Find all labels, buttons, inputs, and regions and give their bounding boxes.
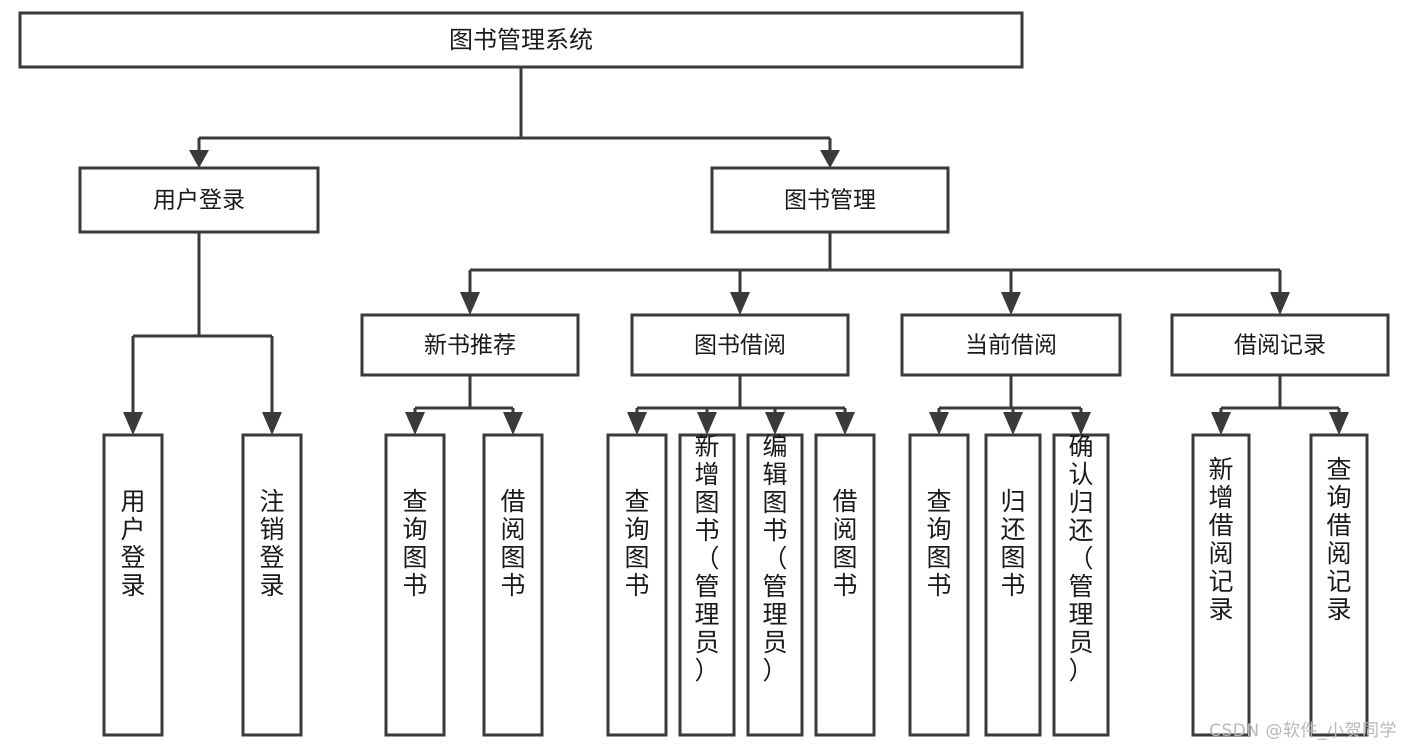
node-new-book-recommend-box — [360, 313, 580, 377]
node-leaf-edit-book-admin-box — [746, 433, 804, 737]
arrow-head-leaf-query-borrow-record — [1329, 412, 1349, 435]
node-user-login[interactable]: 用户登录 — [78, 166, 320, 234]
node-borrow-record[interactable]: 借阅记录 — [1170, 313, 1390, 377]
arrow-head-leaf-add-book-admin — [697, 412, 717, 435]
node-leaf-add-book-admin[interactable]: 新增图书（管理员） — [678, 432, 736, 737]
node-book-borrow-box — [630, 313, 850, 377]
csdn-watermark: CSDN @软件_小贺同学 — [1209, 721, 1397, 741]
node-leaf-return-book-label: 归还图书 — [1000, 487, 1025, 600]
arrow-head-book-borrow — [730, 292, 750, 315]
node-user-login-box — [78, 166, 320, 234]
node-leaf-query-book-borrow[interactable]: 查询图书 — [606, 433, 668, 737]
node-leaf-return-book-box — [984, 433, 1042, 737]
node-leaf-borrow-book-rec[interactable]: 借阅图书 — [482, 433, 544, 737]
arrow-head-leaf-user-login — [123, 412, 143, 435]
node-leaf-add-book-admin-label: 新增图书（管理员） — [694, 432, 719, 685]
node-book-management[interactable]: 图书管理 — [710, 166, 950, 234]
node-current-borrow[interactable]: 当前借阅 — [900, 313, 1122, 377]
arrow-head-leaf-user-logout — [262, 412, 282, 435]
arrow-head-current-borrow — [1001, 292, 1021, 315]
node-leaf-user-login-box — [102, 433, 164, 737]
node-borrow-record-box — [1170, 313, 1390, 377]
node-root-label: 图书管理系统 — [449, 26, 593, 54]
node-leaf-query-book-current[interactable]: 查询图书 — [908, 433, 970, 737]
node-leaf-edit-book-admin-label: 编辑图书（管理员） — [762, 432, 787, 685]
node-new-book-recommend-label: 新书推荐 — [424, 333, 516, 359]
arrow-head-book-management — [820, 150, 840, 168]
node-leaf-confirm-return-admin-label: 确认归还（管理员） — [1068, 432, 1093, 685]
node-leaf-borrow-book-box — [814, 433, 876, 737]
node-leaf-query-book-rec[interactable]: 查询图书 — [384, 433, 446, 737]
node-leaf-query-book-borrow-box — [606, 433, 668, 737]
node-leaf-borrow-book-label: 借阅图书 — [832, 487, 857, 600]
node-leaf-add-borrow-record-box — [1191, 433, 1251, 737]
arrow-head-leaf-return-book — [1003, 412, 1023, 435]
node-leaf-query-borrow-record-box — [1309, 433, 1369, 737]
arrow-head-borrow-record — [1270, 292, 1290, 315]
node-leaf-query-book-borrow-label: 查询图书 — [624, 487, 649, 600]
node-leaf-user-login-label: 用户登录 — [120, 487, 145, 600]
arrow-head-leaf-query-book-borrow — [627, 412, 647, 435]
node-book-management-box — [710, 166, 950, 234]
node-leaf-borrow-book[interactable]: 借阅图书 — [814, 433, 876, 737]
arrow-head-user-login — [189, 150, 209, 168]
node-leaf-add-borrow-record-label: 新增借阅记录 — [1208, 455, 1233, 624]
node-borrow-record-label: 借阅记录 — [1234, 333, 1326, 359]
node-current-borrow-box — [900, 313, 1122, 377]
arrow-head-leaf-borrow-book-rec — [503, 412, 523, 435]
arrow-head-leaf-query-book-rec — [405, 412, 425, 435]
node-leaf-query-book-current-box — [908, 433, 970, 737]
node-leaf-edit-book-admin[interactable]: 编辑图书（管理员） — [746, 432, 804, 737]
arrow-head-new-book-recommend — [460, 292, 480, 315]
node-leaf-user-logout[interactable]: 注销登录 — [241, 433, 303, 737]
node-current-borrow-label: 当前借阅 — [965, 333, 1057, 359]
arrow-head-leaf-confirm-return-admin — [1071, 412, 1091, 435]
node-leaf-borrow-book-rec-box — [482, 433, 544, 737]
node-leaf-add-borrow-record[interactable]: 新增借阅记录 — [1191, 433, 1251, 737]
node-new-book-recommend[interactable]: 新书推荐 — [360, 313, 580, 377]
node-book-management-label: 图书管理 — [784, 188, 876, 214]
node-leaf-return-book[interactable]: 归还图书 — [984, 433, 1042, 737]
node-leaf-add-book-admin-box — [678, 433, 736, 737]
node-root[interactable]: 图书管理系统 — [18, 11, 1024, 69]
node-leaf-confirm-return-admin-box — [1052, 433, 1110, 737]
node-leaf-user-login[interactable]: 用户登录 — [102, 433, 164, 737]
arrow-head-leaf-borrow-book — [835, 412, 855, 435]
arrow-head-leaf-query-book-current — [929, 412, 949, 435]
node-root-box — [18, 11, 1024, 69]
node-user-login-label: 用户登录 — [153, 188, 245, 214]
node-leaf-query-book-current-label: 查询图书 — [926, 487, 951, 600]
node-book-borrow-label: 图书借阅 — [694, 333, 786, 359]
node-leaf-user-logout-box — [241, 433, 303, 737]
node-leaf-query-borrow-record-label: 查询借阅记录 — [1326, 455, 1351, 624]
arrow-head-leaf-add-borrow-record — [1211, 412, 1231, 435]
node-book-borrow[interactable]: 图书借阅 — [630, 313, 850, 377]
node-leaf-query-book-rec-label: 查询图书 — [402, 487, 427, 600]
connectors-layer — [123, 67, 1349, 435]
arrow-head-leaf-edit-book-admin — [765, 412, 785, 435]
node-leaf-borrow-book-rec-label: 借阅图书 — [500, 487, 525, 600]
node-leaf-user-logout-label: 注销登录 — [259, 487, 284, 600]
node-leaf-query-book-rec-box — [384, 433, 446, 737]
node-leaf-confirm-return-admin[interactable]: 确认归还（管理员） — [1052, 432, 1110, 737]
node-leaf-query-borrow-record[interactable]: 查询借阅记录 — [1309, 433, 1369, 737]
